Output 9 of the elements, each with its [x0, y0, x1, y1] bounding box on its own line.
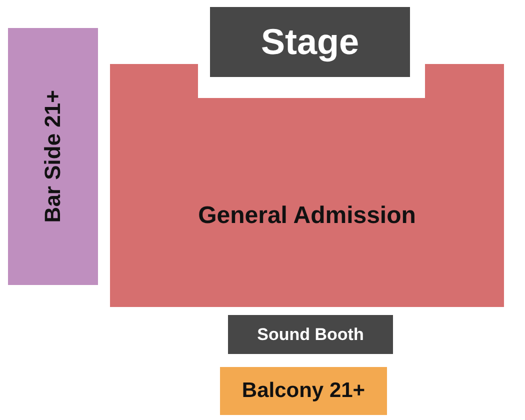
section-label: Bar Side 21+ [40, 90, 66, 223]
section-label: Balcony 21+ [242, 379, 366, 403]
section-label: Sound Booth [257, 324, 364, 344]
sound-booth-block [228, 315, 393, 354]
section-label: General Admission [198, 202, 416, 230]
balcony-section [220, 367, 387, 415]
bar-section [8, 28, 98, 285]
section-label: Stage [260, 21, 360, 63]
stage-block [210, 7, 410, 77]
